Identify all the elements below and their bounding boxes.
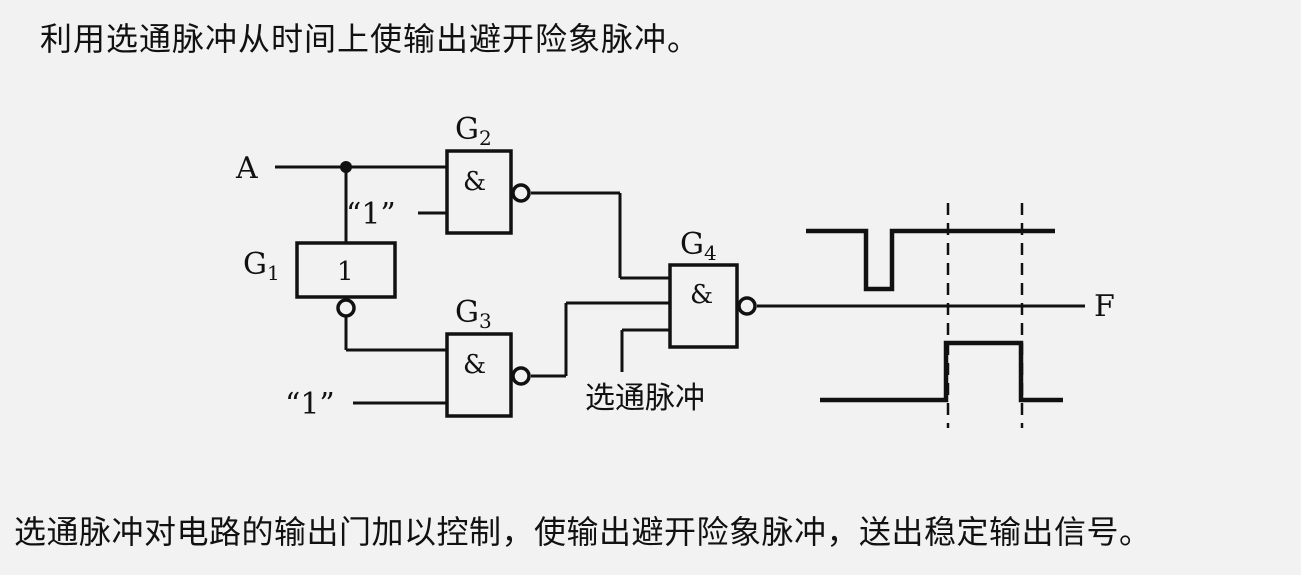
waveforms	[806, 228, 1063, 403]
junction-dot	[340, 161, 352, 173]
gate-g2-bubble	[511, 183, 531, 203]
gate-g3-body	[445, 332, 513, 418]
gate-g4-label: G4	[680, 227, 717, 265]
input-a-label: A	[235, 151, 258, 186]
gate-g1-body	[295, 241, 397, 299]
gate-g4-bubble	[737, 296, 757, 316]
hazard-waveform	[806, 228, 1055, 292]
strobe-pulse-label: 选通脉冲	[585, 381, 705, 416]
const-one-top-label: “1”	[346, 197, 396, 232]
timing-markers	[946, 203, 1024, 428]
wires	[275, 165, 1085, 405]
gate-g3-symbol: &	[463, 350, 486, 380]
gate-g1-symbol: 1	[337, 257, 354, 287]
gate-g3-label: G3	[455, 295, 492, 333]
gate-g1-bubble	[336, 298, 356, 318]
gate-g2-label: G2	[455, 112, 492, 150]
gate-g3-bubble	[511, 366, 531, 386]
gate-g4-body	[668, 263, 739, 349]
output-f-label: F	[1094, 289, 1115, 324]
gate-g2-body	[445, 149, 513, 235]
gates	[295, 149, 757, 418]
footer-text: 选通脉冲对电路的输出门加以控制，使输出避开险象脉冲，送出稳定输出信号。	[14, 513, 1152, 551]
gate-g4-symbol: &	[690, 280, 713, 310]
const-one-bottom-label: “1”	[285, 387, 335, 422]
gate-g2-symbol: &	[463, 167, 486, 197]
gate-g1-label: G1	[243, 247, 280, 285]
header-text: 利用选通脉冲从时间上使输出避开险象脉冲。	[40, 20, 701, 58]
strobe-waveform	[820, 340, 1063, 403]
